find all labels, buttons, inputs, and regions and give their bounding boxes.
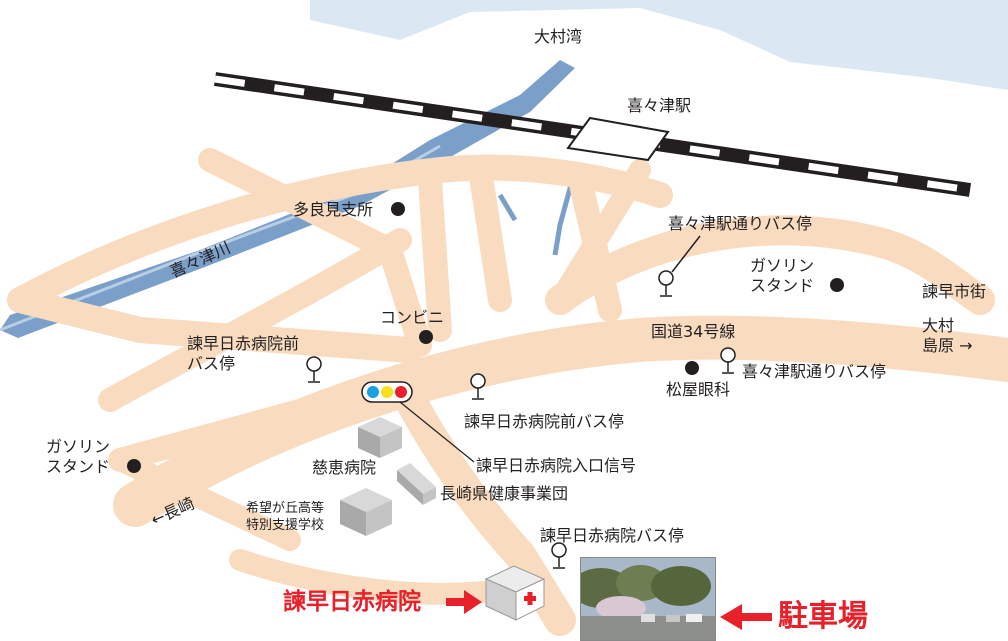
road-left-diag (7, 287, 423, 363)
bus-stop-icon-right (720, 347, 736, 374)
gas-station-right-marker-icon (830, 278, 844, 292)
bus-stop-icon-top (658, 235, 701, 297)
label-gas-station-left: ガソリン スタンド (46, 437, 111, 476)
label-hospital-name: 諫早日赤病院 (283, 589, 421, 615)
label-parking: 駐車場 (778, 599, 868, 634)
road-mid-2 (198, 148, 432, 357)
gas-station-left-marker-icon (127, 459, 141, 473)
label-kikitsu-dori-bus-top: 喜々津駅通りバス停 (668, 214, 813, 233)
jikei-building-icon (358, 417, 402, 458)
traffic-signal-icon (361, 381, 475, 463)
roads (7, 148, 1008, 636)
label-kikitsu-dori-bus-right: 喜々津駅通りバス停 (742, 362, 887, 381)
label-hospital-bus: 諫早日赤病院バス停 (540, 526, 685, 545)
label-jikei-hospital: 慈恵病院 (312, 458, 377, 477)
river-branch (497, 193, 518, 222)
label-hospital-front-bus-center: 諫早日赤病院前バス停 (464, 412, 625, 431)
label-omura-shimabara: 大村 島原 → (922, 316, 973, 355)
label-hospital-front-bus-left: 諫早日赤病院前 バス停 (187, 334, 300, 373)
label-convenience: コンビニ (380, 308, 445, 327)
hospital-arrow-icon (446, 590, 482, 614)
health-foundation-building-icon (397, 463, 436, 505)
matsuya-eye-marker-icon (685, 361, 699, 375)
label-health-foundation: 長崎県健康事業団 (440, 484, 569, 503)
road-mid-1 (98, 228, 412, 412)
label-isahaya-city: 諫早市街 (922, 282, 987, 301)
label-route-34: 国道34号線 (651, 322, 736, 341)
road-lower (229, 549, 511, 605)
road-down-hospital (384, 364, 576, 636)
bus-stop-icon-hospital (551, 542, 567, 569)
parking-arrow-icon (720, 604, 772, 630)
label-gas-station-right: ガソリン スタンド (750, 256, 815, 295)
omura-bay (310, 0, 1008, 90)
label-tarami-branch: 多良見支所 (293, 200, 374, 219)
upper-arc-road (545, 215, 995, 315)
kikitsu-station-building (566, 116, 670, 162)
bus-stop-icon-left (306, 356, 322, 383)
label-omura-bay: 大村湾 (534, 27, 583, 46)
road-left-down (109, 449, 301, 551)
label-hospital-entrance-signal: 諫早日赤病院入口信号 (476, 456, 637, 475)
road-x1 (418, 168, 452, 342)
road-left-lower (108, 388, 352, 472)
label-kikitsu-station: 喜々津駅 (627, 96, 692, 115)
bus-stop-icon-center (470, 373, 486, 400)
convenience-marker-icon (419, 330, 433, 344)
school-building-icon (340, 488, 392, 536)
railway (213, 72, 972, 197)
label-kibougaoka-school: 希望が丘高等 特別支援学校 (246, 501, 325, 533)
tarami-branch-marker-icon (391, 202, 405, 216)
red-cross-hospital-icon (484, 565, 546, 621)
parking-photo (580, 557, 716, 641)
road-x2 (468, 158, 512, 312)
road-up-station (549, 159, 651, 311)
label-matsuya-eye: 松屋眼科 (666, 380, 731, 399)
